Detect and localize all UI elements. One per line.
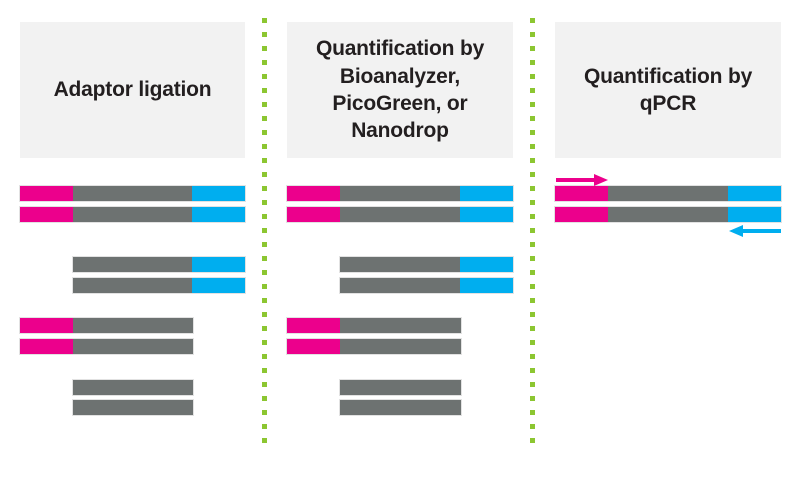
fragment-segment-adaptor-left — [287, 318, 340, 333]
dna-fragment-bar — [20, 207, 245, 222]
dna-fragment-bar — [340, 257, 513, 272]
fragment-segment-adaptor-left — [20, 186, 73, 201]
fragment-segment-insert — [73, 318, 193, 333]
panel-divider-2 — [530, 18, 535, 452]
fragment-segment-adaptor-right — [192, 278, 245, 293]
fragment-segment-insert — [340, 207, 460, 222]
fragment-segment-adaptor-right — [192, 257, 245, 272]
panel-1-title: Adaptor ligation — [53, 78, 212, 102]
fragment-segment-insert — [73, 400, 193, 415]
fragment-segment-adaptor-left — [20, 339, 73, 354]
dna-fragment-bar — [73, 278, 245, 293]
fragment-segment-adaptor-right — [192, 186, 245, 201]
fragment-segment-adaptor-right — [192, 207, 245, 222]
fragment-segment-insert — [608, 207, 728, 222]
dna-fragment-bar — [287, 339, 461, 354]
dna-fragment-bar — [287, 186, 513, 201]
fragment-segment-insert — [340, 257, 460, 272]
dna-fragment-bar — [20, 339, 193, 354]
fragment-segment-adaptor-left — [287, 207, 340, 222]
dna-fragment-bar — [20, 318, 193, 333]
fragment-segment-insert — [73, 278, 192, 293]
fragment-segment-insert — [340, 278, 460, 293]
panel-divider-1 — [262, 18, 267, 452]
fragment-segment-adaptor-right — [460, 257, 513, 272]
fragment-segment-insert — [608, 186, 728, 201]
fragment-segment-adaptor-left — [555, 207, 608, 222]
panel-2-title: Quantification by Bioanalyzer, PicoGreen… — [315, 37, 485, 143]
dna-fragment-bar — [340, 400, 461, 415]
panel-3-header-box: Quantification by qPCR — [555, 22, 781, 158]
fragment-segment-adaptor-right — [460, 278, 513, 293]
fragment-segment-adaptor-right — [460, 186, 513, 201]
fragment-segment-insert — [340, 318, 461, 333]
dna-fragment-bar — [73, 380, 193, 395]
dna-fragment-bar — [287, 207, 513, 222]
fragment-segment-adaptor-right — [460, 207, 513, 222]
dna-fragment-bar — [73, 400, 193, 415]
dna-fragment-bar — [340, 278, 513, 293]
fragment-segment-insert — [73, 339, 193, 354]
fragment-segment-insert — [73, 380, 193, 395]
dna-fragment-bar — [20, 186, 245, 201]
panel-2-header-box: Quantification by Bioanalyzer, PicoGreen… — [287, 22, 513, 158]
fragment-segment-insert — [340, 339, 461, 354]
dna-fragment-bar — [73, 257, 245, 272]
fragment-segment-adaptor-right — [728, 186, 781, 201]
panel-3-title: Quantification by qPCR — [583, 64, 753, 115]
dna-fragment-bar — [555, 186, 781, 201]
fragment-segment-insert — [340, 186, 460, 201]
forward-primer-arrow-icon — [556, 173, 608, 187]
fragment-segment-adaptor-left — [287, 186, 340, 201]
fragment-segment-insert — [340, 380, 461, 395]
fragment-segment-adaptor-left — [20, 207, 73, 222]
fragment-segment-adaptor-right — [728, 207, 781, 222]
dna-fragment-bar — [340, 380, 461, 395]
fragment-segment-insert — [340, 400, 461, 415]
fragment-segment-adaptor-left — [20, 318, 73, 333]
fragment-segment-insert — [73, 207, 192, 222]
panel-1-header-box: Adaptor ligation — [20, 22, 245, 158]
fragment-segment-insert — [73, 186, 192, 201]
dna-fragment-bar — [287, 318, 461, 333]
fragment-segment-insert — [73, 257, 192, 272]
fragment-segment-adaptor-left — [287, 339, 340, 354]
dna-fragment-bar — [555, 207, 781, 222]
reverse-primer-arrow-icon — [729, 224, 781, 238]
fragment-segment-adaptor-left — [555, 186, 608, 201]
